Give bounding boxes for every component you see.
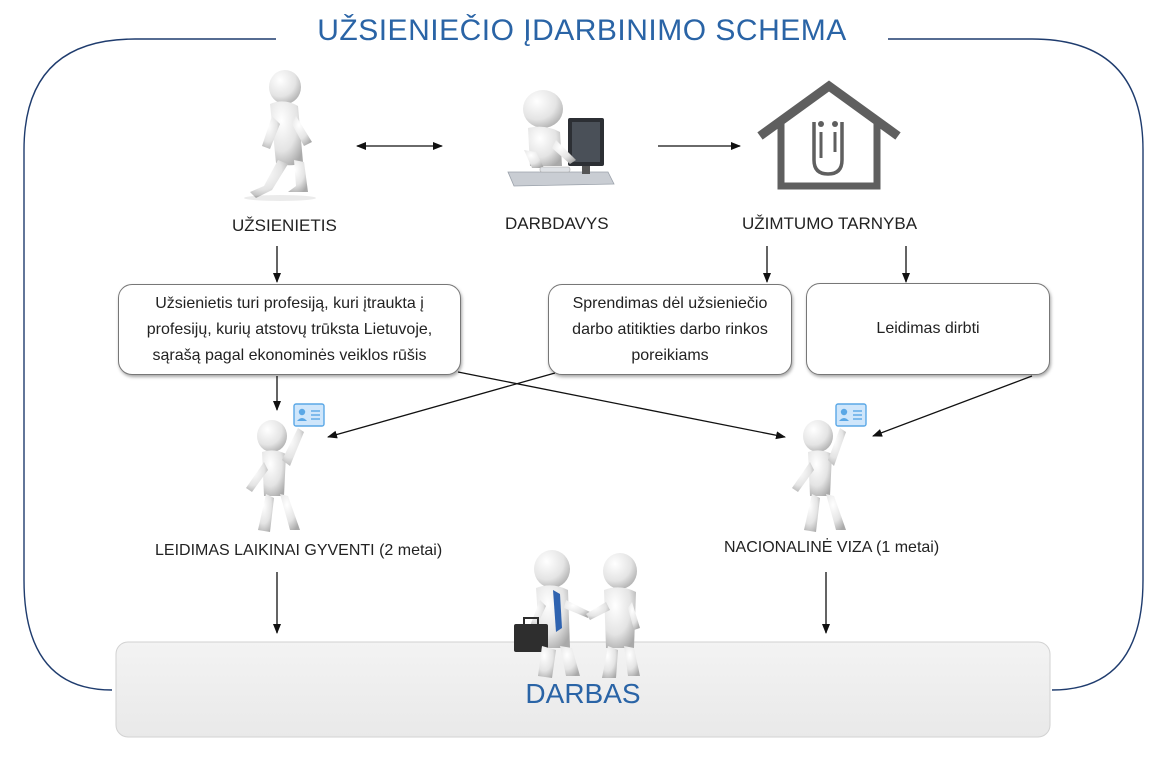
arrow-profession-visa xyxy=(457,371,786,440)
person-holding-id-card-icon xyxy=(246,403,325,532)
arrow-permit-visa xyxy=(872,375,1033,437)
label-work: DARBAS xyxy=(525,678,641,709)
box-decision: Sprendimas dėl užsieniečio darbo atitikt… xyxy=(548,284,792,375)
outer-frame xyxy=(23,38,1144,691)
result-band xyxy=(115,641,1051,738)
box-profession: Užsienietis turi profesiją, kuri įtraukt… xyxy=(118,284,461,375)
label-employer: DARBDAVYS xyxy=(505,214,609,233)
person-holding-id-card-icon xyxy=(792,403,867,532)
box-work-permit: Leidimas dirbti xyxy=(806,283,1050,375)
arrow-decision-residence xyxy=(327,372,556,439)
label-residence-permit: LEIDIMAS LAIKINAI GYVENTI (2 metai) xyxy=(155,542,443,559)
diagram-title: UŽSIENIEČIO ĮDARBINIMO SCHEMA xyxy=(317,14,847,47)
label-national-visa: NACIONALINĖ VIZA (1 metai) xyxy=(724,539,940,556)
handshake-icon xyxy=(514,550,640,678)
employer-computer-icon xyxy=(507,90,615,187)
label-foreigner: UŽSIENIETIS xyxy=(232,216,337,235)
employment-service-house-icon xyxy=(757,80,901,190)
label-employment-service: UŽIMTUMO TARNYBA xyxy=(742,214,918,233)
walking-person-icon xyxy=(244,70,316,201)
